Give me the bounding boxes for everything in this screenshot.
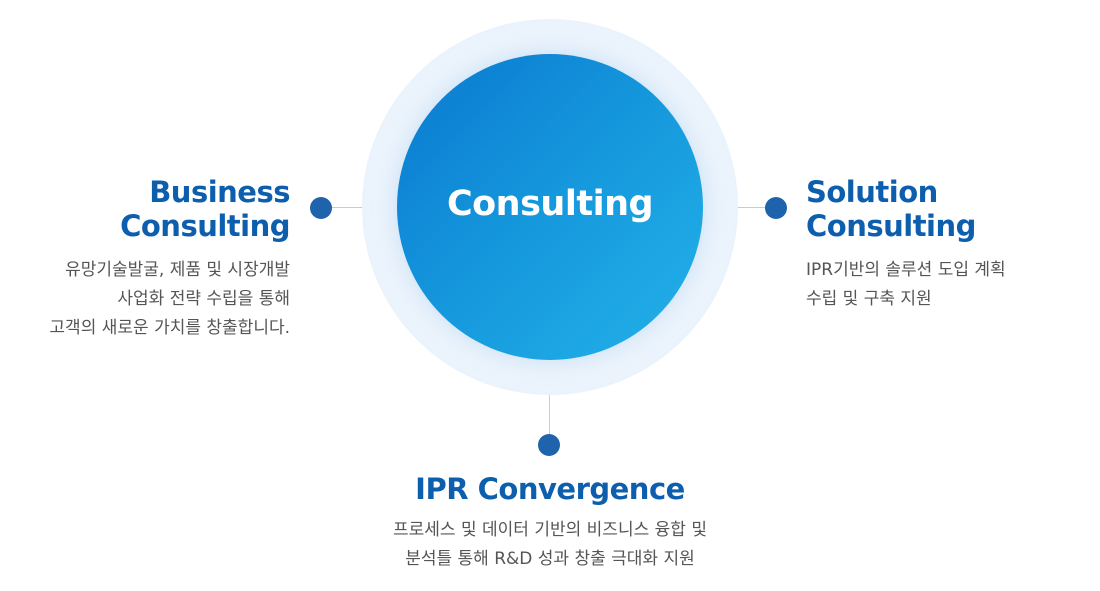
business-desc-line: 유망기술발굴, 제품 및 시장개발 — [65, 260, 290, 280]
business-node-dot — [310, 197, 332, 219]
ipr-title-line: IPR Convergence — [415, 472, 685, 506]
solution-node-dot — [765, 197, 787, 219]
solution-title: Solution Consulting — [806, 175, 976, 243]
ipr-desc-line: 분석틀 통해 R&D 성과 창출 극대화 지원 — [405, 549, 695, 569]
business-desc-line: 사업화 전략 수립을 통해 — [117, 289, 290, 309]
business-title-line: Business — [149, 175, 290, 209]
solution-desc-line: 수립 및 구축 지원 — [806, 289, 932, 309]
solution-desc-line: IPR기반의 솔루션 도입 계획 — [806, 260, 1006, 280]
business-description: 유망기술발굴, 제품 및 시장개발 사업화 전략 수립을 통해 고객의 새로운 … — [49, 256, 290, 343]
solution-description: IPR기반의 솔루션 도입 계획 수립 및 구축 지원 — [806, 256, 1006, 314]
ipr-desc-line: 프로세스 및 데이터 기반의 비즈니스 융합 및 — [393, 520, 707, 540]
center-label: Consulting — [446, 184, 654, 224]
business-title-line: Consulting — [120, 209, 290, 243]
connector-right — [700, 207, 776, 208]
solution-title-line: Consulting — [806, 209, 976, 243]
ipr-description: 프로세스 및 데이터 기반의 비즈니스 융합 및 분석틀 통해 R&D 성과 창… — [0, 516, 1100, 574]
center-circle: Consulting — [397, 54, 703, 360]
business-title: Business Consulting — [120, 175, 290, 243]
ipr-title: IPR Convergence — [0, 472, 1100, 506]
solution-title-line: Solution — [806, 175, 938, 209]
connector-bottom — [549, 358, 550, 444]
ipr-node-dot — [538, 434, 560, 456]
business-desc-line: 고객의 새로운 가치를 창출합니다. — [49, 318, 290, 338]
